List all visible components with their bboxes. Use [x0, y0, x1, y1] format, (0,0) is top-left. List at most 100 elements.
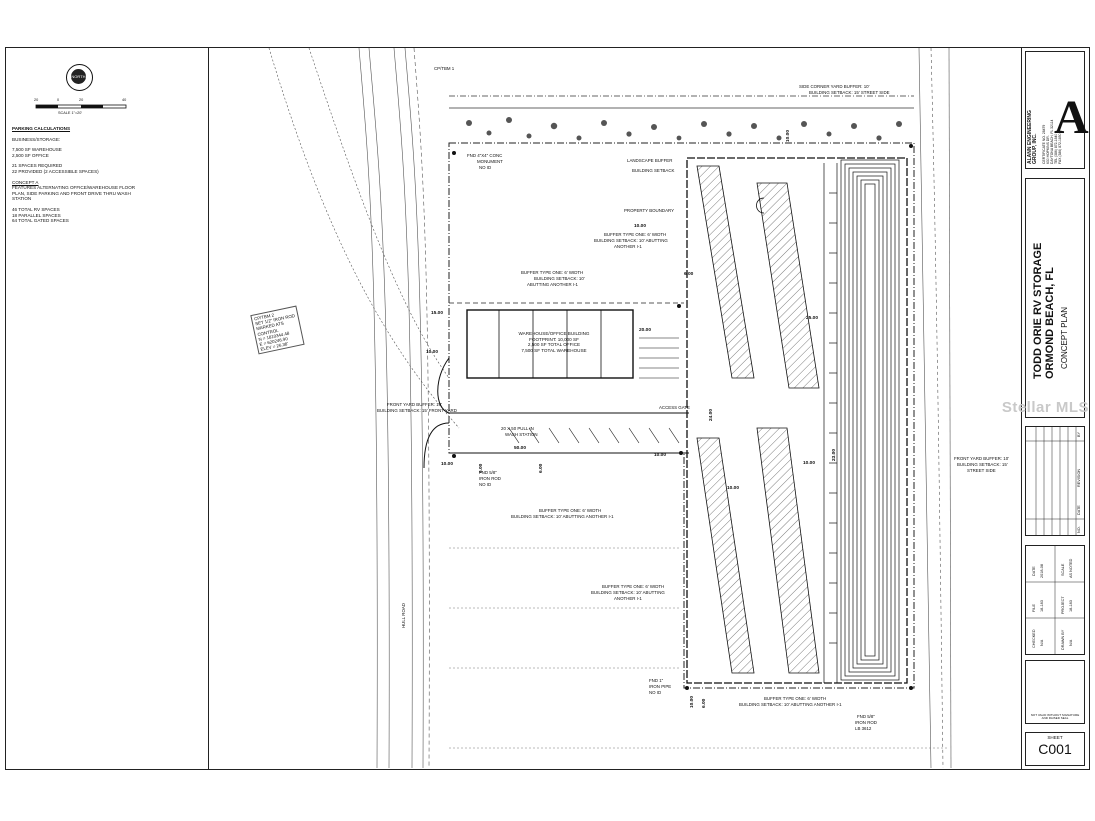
buffer-note: BUILDING SETBACK: 10' ABUTTING: [591, 590, 665, 595]
seal-note: NOT VALID WITHOUT SIGNATURE AND RAISED S…: [1030, 712, 1080, 721]
iron-pipe-label: IRON PIPE: [649, 684, 672, 689]
concept-heading: CONCEPT A: [12, 179, 39, 185]
firm-box: A ALANN ENGINEERING GROUP, INC. CERTIFIC…: [1025, 51, 1089, 169]
front-buffer-label: FRONT YARD BUFFER: 10': [387, 402, 442, 407]
info-value: N/A: [1040, 639, 1044, 646]
note-line: FEATURES ALTERNATING OFFICE/WAREHOUSE FL…: [12, 185, 136, 191]
notes-heading: PARKING CALCULATIONS: [12, 126, 71, 131]
buffer-note: ANOTHER I-1: [614, 244, 642, 249]
monument-label: NO ID: [479, 165, 492, 170]
north-label: NORTH: [71, 69, 86, 84]
dimension: 10.00: [803, 461, 816, 466]
info-value: 18-183: [1040, 600, 1044, 612]
firm-detail: FAX (386) 872-1850: [1058, 133, 1062, 164]
road-label: HULL ROAD: [401, 603, 406, 628]
rev-header: BY: [1077, 431, 1081, 437]
dimension: 10.00: [634, 224, 647, 229]
building-label: WAREHOUSE/OFFICE BUILDING: [518, 331, 590, 336]
monument-label: FND 4"X4" CONC: [467, 153, 503, 158]
info-value: AS NOTED: [1069, 558, 1073, 578]
firm-name: GROUP, INC.: [1031, 133, 1038, 164]
note-line: 64 TOTAL GATED SPACES: [12, 218, 69, 224]
iron-rod-lb-label: FND 5/8": [857, 714, 875, 719]
sheet-number-box: SHEET C001: [1025, 732, 1085, 766]
dimension: 6.00: [539, 463, 544, 473]
dimension: 10.00: [786, 129, 791, 142]
iron-rod-label: NO ID: [479, 482, 492, 487]
note-line: STATION: [12, 196, 32, 202]
info-value: 18-183: [1069, 600, 1073, 612]
monument-label: MONUMENT: [477, 159, 503, 164]
note-line: 46 TOTAL RV SPACES: [12, 206, 60, 212]
property-boundary-label: PROPERTY BOUNDARY: [624, 208, 675, 213]
front-right-side: STREET SIDE: [967, 468, 996, 473]
iron-rod-lb-label: LB 3612: [855, 726, 872, 731]
site-plan-drawing: SIDE CORNER YARD BUFFER: 10' BUILDING SE…: [209, 48, 1021, 769]
dimension: 50.00: [514, 446, 527, 451]
wash-station-label: WASH STATION: [505, 432, 538, 437]
building-label: 2,500 SF TOTAL OFFICE: [527, 342, 581, 348]
dimension: 10.00: [690, 695, 695, 708]
dimension: 23.00: [832, 448, 837, 461]
iron-pipe-label: NO ID: [649, 690, 662, 695]
control-point-label: CP/TBM 1: [434, 66, 455, 71]
info-label: SCALE: [1061, 563, 1065, 576]
buffer-note: BUFFER TYPE ONE: 6' WIDTH: [604, 232, 667, 237]
dimension: 6.00: [702, 698, 707, 708]
front-right-setback: BUILDING SETBACK: 15': [957, 462, 1008, 467]
buffer-note: BUFFER TYPE ONE: 6' WIDTH: [521, 270, 584, 275]
rev-header: DATE: [1077, 505, 1081, 515]
note-line: 18 PARALLEL SPACES: [12, 212, 61, 218]
dimension: 10.00: [441, 462, 454, 467]
scale-tick: 20: [34, 98, 39, 102]
scale-tick: 0: [57, 98, 60, 102]
side-corner-buffer-label: SIDE CORNER YARD BUFFER: 10': [799, 84, 870, 89]
info-label: DATE: [1032, 566, 1036, 576]
revision-table: NO. DATE REVISION BY: [1025, 426, 1085, 536]
dimension: 10.00: [727, 486, 740, 491]
buffer-note: ANOTHER I-1: [614, 596, 642, 601]
note-line: 22 PROVIDED (2 ACCESSIBLE SPACES): [12, 168, 99, 174]
buffer-note: BUILDING SETBACK: 10' ABUTTING ANOTHER I…: [511, 514, 614, 519]
buffer-note: ABUTTING ANOTHER I-1: [527, 282, 578, 287]
note-line: PLAN, SIDE PARKING AND FRONT DRIVE THRU …: [12, 190, 131, 196]
landscape-buffer-label: LANDSCAPE BUFFER: [627, 158, 673, 163]
info-label: CHECKED: [1032, 629, 1036, 648]
dimension: 20.00: [639, 328, 652, 333]
dimension: 6.00: [479, 463, 484, 473]
dimension: 15.00: [431, 311, 444, 316]
buffer-note: BUFFER TYPE ONE: 6' WIDTH: [539, 508, 602, 513]
note-line: 7,500 SF WAREHOUSE: [12, 147, 62, 153]
notes-panel: NORTH 20 0 20 40 SCALE 1"=20' PARKING CA…: [6, 48, 209, 769]
buffer-note: BUILDING SETBACK: 10' ABUTTING ANOTHER I…: [739, 702, 842, 707]
info-value: N/A: [1069, 639, 1073, 646]
buffer-note: BUILDING SETBACK: 10': [534, 276, 585, 281]
iron-rod-lb-label: IRON ROD: [855, 720, 877, 725]
info-label: PROJECT: [1061, 596, 1065, 614]
scale-tick: 40: [122, 98, 127, 102]
iron-pipe-label: FND 1": [649, 678, 664, 683]
dimension: 25.00: [806, 316, 819, 321]
watermark: Stellar MLS: [1001, 399, 1089, 416]
business-heading: BUSINESS/STORAGE:: [12, 136, 61, 142]
wash-station-label: 20 X 50 PULL IN: [501, 426, 534, 431]
access-gate-label: ACCESS GATE: [659, 405, 690, 410]
dimension: 10.00: [426, 350, 439, 355]
iron-rod-label: FND 5/8": [479, 470, 497, 475]
front-setback-label: BUILDING SETBACK: 15' FRONT YARD: [377, 408, 457, 413]
scale-label: SCALE 1"=20': [58, 111, 83, 115]
side-corner-setback-label: BUILDING SETBACK: 15' STREET SIDE: [809, 90, 890, 95]
north-arrow-icon: NORTH: [66, 64, 93, 91]
info-label: DRAWN BY: [1061, 629, 1065, 650]
building-label: 7,500 SF TOTAL WAREHOUSE: [521, 347, 587, 353]
project-title: TODD ORIE RV STORAGE: [1032, 242, 1044, 379]
site-plan-linework: [268, 48, 952, 769]
sheet-label: SHEET: [1047, 735, 1063, 740]
front-right-buffer: FRONT YARD BUFFER: 10': [954, 456, 1009, 461]
title-block: A ALANN ENGINEERING GROUP, INC. CERTIFIC…: [1021, 48, 1089, 769]
scale-tick: 20: [79, 98, 84, 102]
iron-rod-label: IRON ROD: [479, 476, 501, 481]
dimension: 10.00: [654, 453, 667, 458]
rev-header: REVISION: [1077, 468, 1081, 487]
note-line: 21 SPACES REQUIRED: [12, 163, 63, 169]
